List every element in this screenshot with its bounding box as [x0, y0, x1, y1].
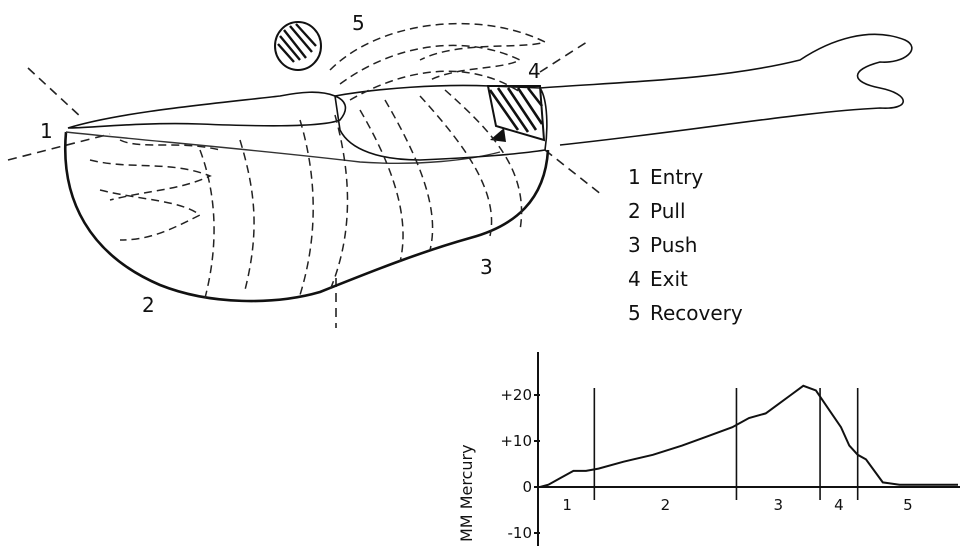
legend-num-exit: 4 — [628, 267, 641, 291]
swimmer-legs — [540, 34, 912, 145]
arm-traces — [90, 24, 545, 298]
chart-y-axis-label: MM Mercury — [457, 444, 476, 542]
phase-marker-entry: 1 — [40, 119, 53, 143]
phase-label: 5 — [903, 496, 913, 514]
legend-label-push: Push — [650, 233, 697, 257]
pressure-series-line — [540, 386, 958, 487]
phase-marker-pull: 2 — [142, 293, 155, 317]
entry-reference-line — [8, 134, 110, 160]
pressure-chart: MM Mercury +20 +10 0 -10 1 2 3 4 5 — [457, 352, 960, 546]
head-icon — [275, 22, 321, 70]
phase-legend: 1 Entry 2 Pull 3 Push 4 Exit 5 Recovery — [628, 165, 743, 325]
legend-label-recovery: Recovery — [650, 301, 743, 325]
phase-label: 2 — [661, 496, 671, 514]
swimmer-arm — [68, 92, 345, 128]
y-tick-label: 0 — [522, 478, 532, 496]
y-tick-label: +20 — [500, 386, 532, 404]
legend-num-pull: 2 — [628, 199, 641, 223]
phase-label: 1 — [562, 496, 572, 514]
legend-num-recovery: 5 — [628, 301, 641, 325]
phase-marker-recovery: 5 — [352, 11, 365, 35]
exit-guide-line — [545, 150, 602, 195]
head-icon-exit — [488, 86, 544, 142]
legend-label-exit: Exit — [650, 267, 688, 291]
y-tick-label: +10 — [500, 432, 532, 450]
phase-marker-push: 3 — [480, 255, 493, 279]
exit-top-line — [540, 40, 590, 72]
legend-label-pull: Pull — [650, 199, 686, 223]
phase-marker-exit: 4 — [528, 59, 541, 83]
phase-label: 4 — [834, 496, 844, 514]
phase-label: 3 — [773, 496, 783, 514]
legend-label-entry: Entry — [650, 165, 703, 189]
legend-num-entry: 1 — [628, 165, 641, 189]
legend-num-push: 3 — [628, 233, 641, 257]
entry-guide-line — [28, 68, 82, 118]
y-tick-label: -10 — [508, 524, 533, 542]
